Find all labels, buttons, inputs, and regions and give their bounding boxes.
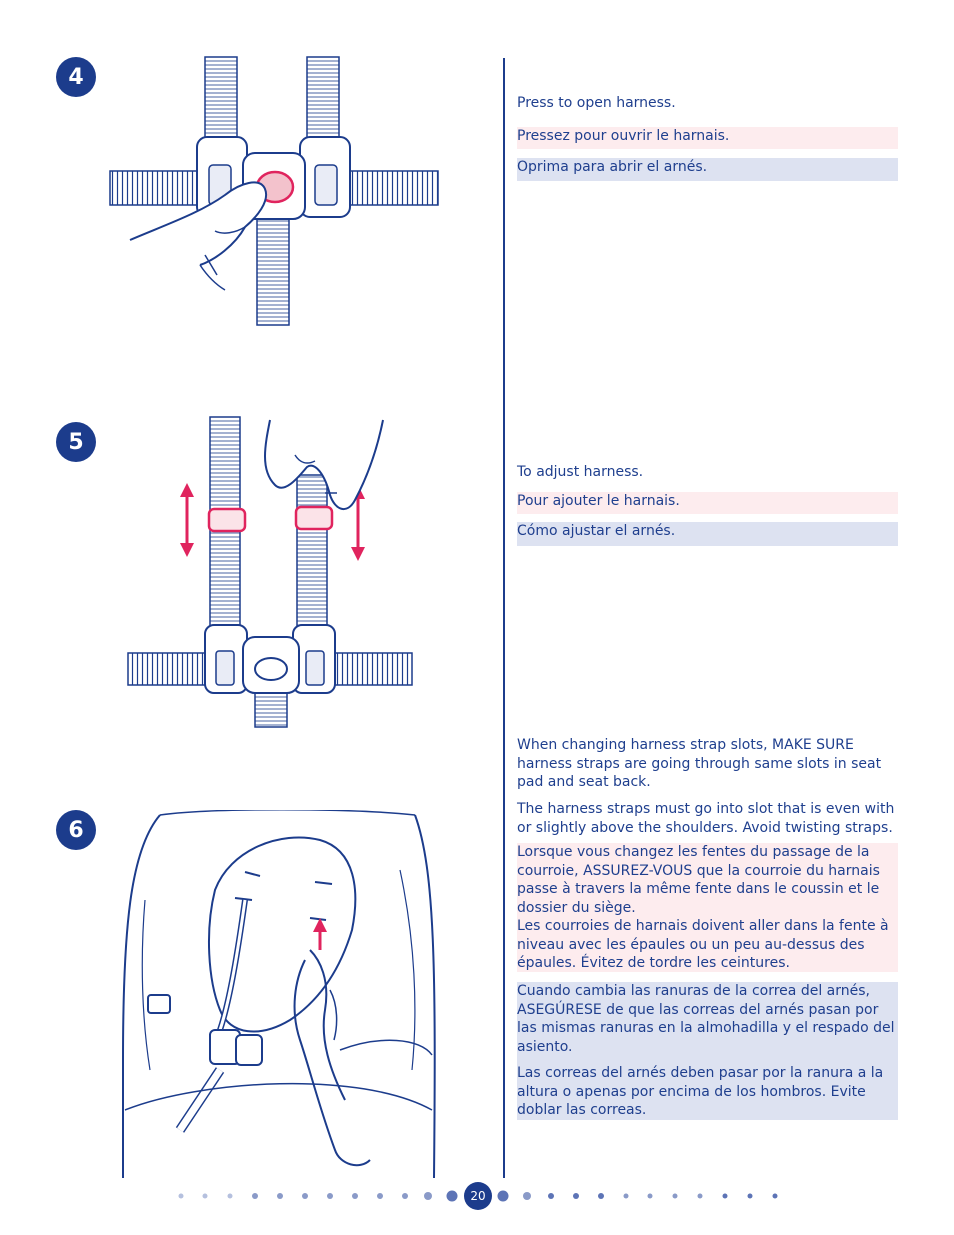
step-4-french-text: Pressez pour ouvrir le harnais. (517, 127, 898, 149)
step-6-spanish-text-1: Cuando cambia las ranuras de la correa d… (517, 983, 895, 1055)
step-5-french-text: Pour ajouter le harnais. (517, 492, 898, 514)
step-6-french-text-2: Les courroies de harnais doivent aller d… (517, 918, 889, 971)
step-5-english-text: To adjust harness. (517, 464, 644, 480)
column-divider (503, 58, 505, 1178)
step-6-french-text-1: Lorsque vous changez les fentes du passa… (517, 844, 880, 916)
step-6-number: 6 (56, 810, 96, 850)
harness-buckle-press-illustration (109, 56, 439, 326)
step-4-spanish-text: Oprima para abrir el arnés. (517, 158, 898, 181)
step-6-english-text-1: When changing harness strap slots, MAKE … (517, 737, 882, 790)
step-6-spanish-text-2: Las correas del arnés deben pasar por la… (517, 1065, 884, 1118)
harness-adjust-illustration (127, 416, 413, 728)
footer-dot-row (178, 1190, 778, 1202)
step-6-english-text-2: The harness straps must go into slot tha… (517, 801, 895, 836)
step-6-spanish-block: Cuando cambia las ranuras de la correa d… (517, 982, 898, 1120)
page-number: 20 (464, 1182, 492, 1210)
step-6-french-block: Lorsque vous changez les fentes du passa… (517, 843, 898, 972)
step-5-number: 5 (56, 422, 96, 462)
step-4-english-text: Press to open harness. (517, 95, 676, 111)
harness-slot-change-illustration (122, 810, 436, 1179)
step-4-number: 4 (56, 57, 96, 97)
step-5-spanish-text: Cómo ajustar el arnés. (517, 522, 898, 546)
